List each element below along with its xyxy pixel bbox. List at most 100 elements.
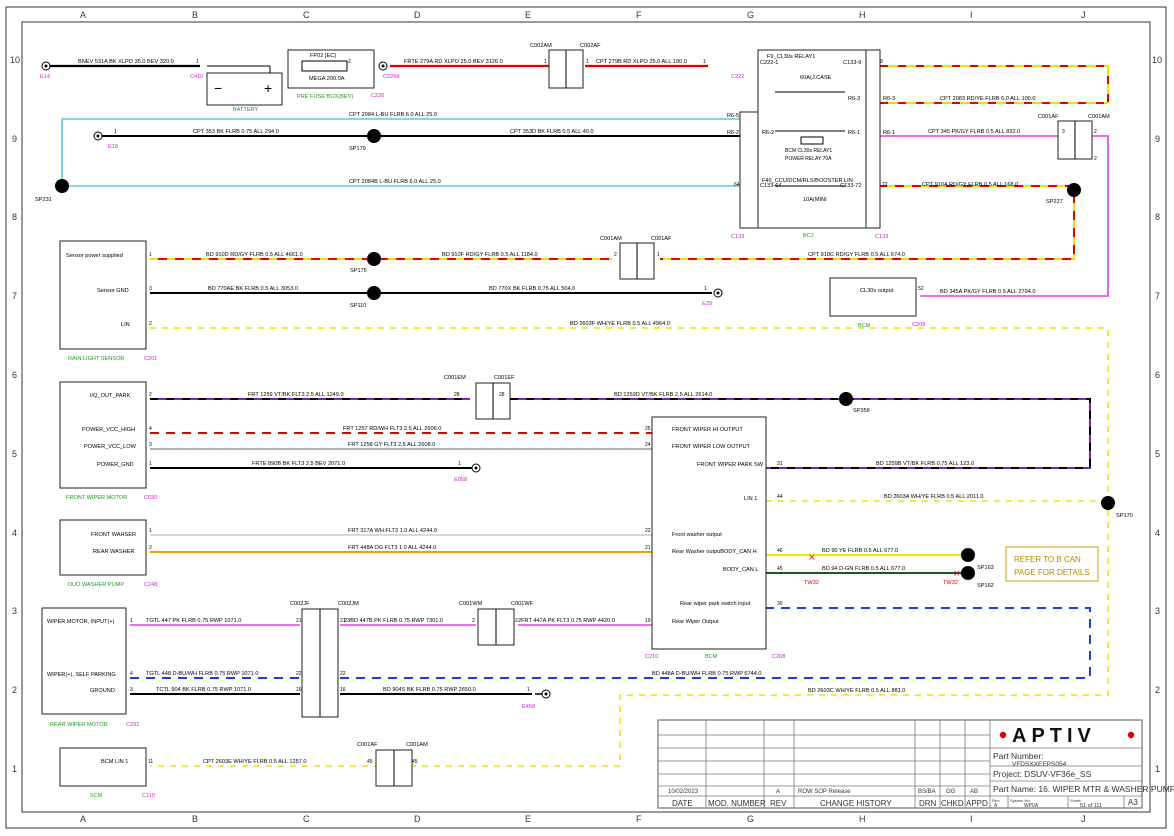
wl-cpt2603e: CPT 2603E WH/YE FLRB 0.5 ALL 1257.0 xyxy=(203,759,307,765)
lbl-sp170: SP170 xyxy=(1116,513,1133,519)
bcm-front-hi: FRONT WIPER HI OUTPUT xyxy=(672,427,743,433)
wl-bd2603f: BD 2603F WH/YE FLRB 0.5 ALL 4964.0 xyxy=(570,321,670,327)
fp02-title: FP02 [EC] xyxy=(310,53,336,59)
pin-p16b: 16 xyxy=(340,687,346,693)
splice-sp163 xyxy=(961,548,975,562)
pin-p9: 9 xyxy=(880,59,883,65)
tb-appd: AB xyxy=(970,789,978,795)
pin-p3d: 3 xyxy=(130,687,133,693)
grid-col-h-bottom: H xyxy=(859,814,866,824)
pin-p45: 45 xyxy=(777,566,783,572)
pin-p2c: 2 xyxy=(614,252,617,258)
splice-sp227 xyxy=(1067,183,1081,197)
fp02-fuse-icon xyxy=(301,60,348,72)
pin-p2h: 2 xyxy=(472,618,475,624)
lbl-r61b: R6-1 xyxy=(883,130,895,136)
grid-col-f-bottom: F xyxy=(636,814,642,824)
pin-p16a: 16 xyxy=(296,687,302,693)
pin-p2d: 2 xyxy=(149,321,152,327)
lbl-c222-1: C222-1 xyxy=(760,60,778,66)
grid-col-b: B xyxy=(192,10,198,20)
f40-rating: 10A(MINI xyxy=(803,197,827,203)
battery-body xyxy=(206,72,283,106)
grid-col-d: D xyxy=(414,10,421,20)
grid-col-i-bottom: I xyxy=(970,814,973,824)
lbl-c133-9: C133-9 xyxy=(843,60,861,66)
lbl-r61: R6-1 xyxy=(848,130,860,136)
tb-size: A3 xyxy=(1128,798,1138,807)
front-wiper-motor-box xyxy=(59,381,147,489)
pin-p1f: 1 xyxy=(149,252,152,258)
lbl-sp356: SP356 xyxy=(853,408,870,414)
rear-wiper-motor-label: REAR WIPER MOTOR xyxy=(50,722,108,728)
grid-col-f: F xyxy=(636,10,642,20)
wl-frte890b: FRTE 890B BK FLT3 2.5 BEV 2071.0 xyxy=(252,461,345,467)
ground-e058-dot xyxy=(474,466,478,470)
grid-row-2: 2 xyxy=(12,685,17,695)
lbl-e458: E458 xyxy=(522,704,535,710)
lbl-c410: C410 xyxy=(190,74,203,80)
relay-right-block xyxy=(865,49,881,229)
dwp-rear-washer: REAR WASHER xyxy=(93,549,134,555)
grid-col-j: J xyxy=(1081,10,1086,20)
lbl-c133-72: C133-72 xyxy=(840,183,861,189)
grid-row-4-right: 4 xyxy=(1155,528,1160,538)
pin-p1g: 1 xyxy=(657,252,660,258)
tb-h-drn: DRN xyxy=(919,799,937,808)
grid-columns-bottom: A B C D E F G H I J xyxy=(80,814,1086,824)
bcm-main-box xyxy=(651,416,767,650)
wire-1259d-black xyxy=(510,398,1091,469)
battery-label: BATTERY xyxy=(233,107,259,113)
lbl-r62: R6-2 xyxy=(727,130,739,136)
grid-col-i: I xyxy=(970,10,973,20)
grid-col-e: E xyxy=(525,10,531,20)
lbl-c133-64: C133-64 xyxy=(760,183,781,189)
grid-row-5-right: 5 xyxy=(1155,449,1160,459)
splices xyxy=(55,129,1115,580)
wl-bd770ae: BD 770AE BK FLRB 0.5 ALL 3053.0 xyxy=(208,286,298,292)
tb-part-number-label: Part Number: xyxy=(993,751,1044,761)
splice-sp179 xyxy=(367,129,381,143)
scm-bcm-lin: BCM LIN 1 xyxy=(101,759,128,765)
battery-minus-icon: − xyxy=(214,80,222,96)
pin-p11: 11 xyxy=(148,759,153,765)
wl-cpt910a: CPT 910A RD/GY FLRB 0.5 ALL 168.0 xyxy=(922,182,1018,188)
wl-cpt353: CPT 353 BK FLRB 0.75 ALL 294.0 xyxy=(193,129,279,135)
pin-p1c: 1 xyxy=(586,59,589,65)
pin-p4: 4 xyxy=(149,426,152,432)
wl-bd90: BD 90 YE FLRB 0.5 ALL 677.0 xyxy=(822,548,898,554)
lbl-tw32a: TW32 xyxy=(804,580,819,586)
wl-bd2603a: BD 2603A WH/YE FLRB 0.5 ALL 2011.0 xyxy=(884,494,984,500)
relay-bcm: BCM CL30s RELAY1 xyxy=(785,148,832,154)
tb-part-name: Part Name: 16. WIPER MTR & WASHER PUMP xyxy=(993,784,1174,794)
pin-p31: 31 xyxy=(777,461,783,467)
lbl-c248: C248 xyxy=(144,582,157,588)
bcm-front-low: FRONT WIPER LOW OUTPUT xyxy=(672,444,750,450)
tb-rev-label: Rev: xyxy=(992,798,1000,803)
lbl-sp175: SP175 xyxy=(350,268,367,274)
fp02-rating: MEGA 200.0A xyxy=(309,76,345,82)
wire-bd-448a xyxy=(340,607,1091,679)
wl-cpt2084: CPT 2084 L-BU FLRB 6.0 ALL 25.0 xyxy=(349,112,437,118)
pin-p24: 24 xyxy=(645,442,651,448)
pin-p1l: 1 xyxy=(130,618,133,624)
bcm-body-can-l: BODY_CAN L xyxy=(723,567,758,573)
pin-p1b: 1 xyxy=(544,59,547,65)
bcm-main: FRONT WIPER HI OUTPUT FRONT WIPER LOW OU… xyxy=(651,416,767,660)
grid-col-c: C xyxy=(303,10,310,20)
splice-sp170 xyxy=(1101,496,1115,510)
tb-sheet-label: Sheet: xyxy=(1070,798,1082,803)
tb-chkd: GG xyxy=(946,789,956,795)
twist-tw32b-icon: ⨯ xyxy=(953,569,961,579)
pin-p1k: 1 xyxy=(149,528,152,534)
can-note-line2: PAGE FOR DETAILS xyxy=(1014,568,1090,577)
grid-col-h: H xyxy=(859,10,866,20)
wire-labels: BNEV 531A BK XLPO 35.0 BEV 320.0 FRTE 27… xyxy=(78,59,1035,765)
wl-cpt2084b: CPT 2084B L-BU FLRB 6.0 ALL 25.0 xyxy=(349,179,441,185)
grid-row-8-right: 8 xyxy=(1155,212,1160,222)
relay-title: F9_CL30s RELAY1 xyxy=(767,54,815,60)
lbl-c001af: C001AF xyxy=(1038,114,1059,120)
ground-e14-dot xyxy=(44,64,48,68)
tb-h-rev: REV xyxy=(770,799,787,808)
lbl-c001af3: C001AF xyxy=(357,742,378,748)
